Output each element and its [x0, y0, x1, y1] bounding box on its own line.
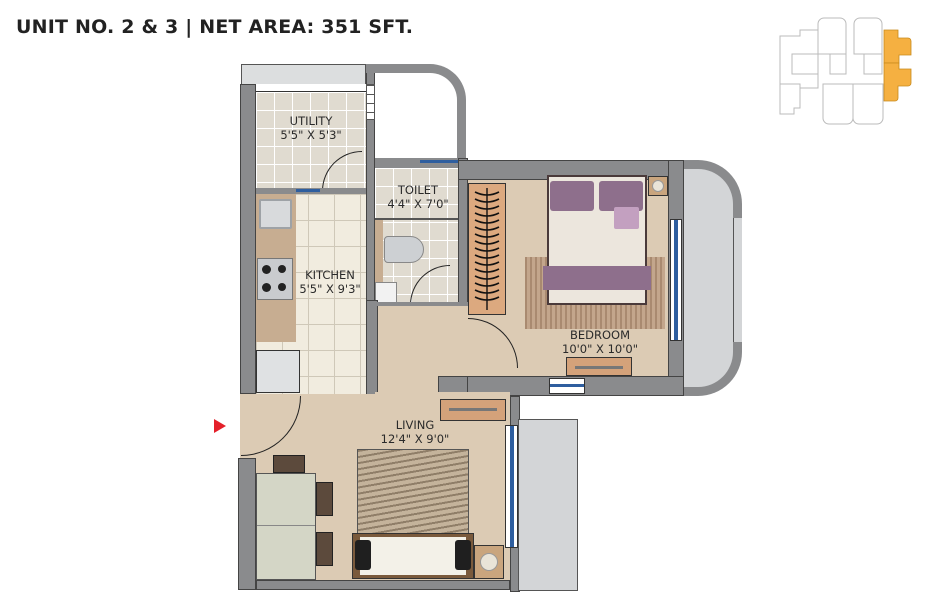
side-table-lamp	[474, 545, 504, 579]
toilet-name: TOILET	[397, 183, 439, 197]
dining-chair-right-1	[316, 482, 333, 516]
passage-top-wall	[375, 302, 468, 306]
living-rug	[357, 449, 469, 534]
living-left-wall	[238, 458, 256, 590]
bedroom-window	[670, 219, 682, 341]
utility-window	[296, 189, 320, 192]
sink-icon	[259, 199, 292, 229]
utility-label: UTILITY 5'5" X 5'3"	[256, 114, 366, 142]
open-shaft	[366, 64, 466, 168]
toilet-top-wall	[375, 158, 460, 168]
kitchen-size: 5'5" X 9'3"	[299, 282, 361, 296]
living-balcony	[518, 419, 578, 591]
toilet-window	[420, 160, 458, 163]
toilet-size: 4'4" X 7'0"	[387, 197, 449, 211]
balcony-opening	[733, 218, 742, 342]
bedroom-balcony	[684, 160, 742, 396]
left-wall	[240, 84, 256, 394]
entry-arrow-icon	[214, 419, 226, 433]
living-tv-unit	[440, 399, 506, 421]
toilet-label: TOILET 4'4" X 7'0"	[385, 183, 451, 211]
refrigerator-icon	[256, 350, 300, 393]
toilet-divider	[375, 218, 458, 220]
page-title: UNIT NO. 2 & 3 | NET AREA: 351 SFT.	[16, 16, 414, 38]
pillow-right	[599, 181, 643, 211]
wc-icon	[384, 236, 424, 263]
dining-table	[256, 473, 316, 580]
living-window	[505, 425, 518, 548]
kitchen-name: KITCHEN	[305, 268, 355, 282]
cushion	[614, 207, 639, 229]
sofa	[352, 533, 474, 579]
utility-opening	[256, 84, 366, 92]
bedroom-label: BEDROOM 10'0" X 10'0"	[545, 328, 655, 356]
key-plan-highlight-units	[883, 29, 912, 102]
wardrobe	[468, 183, 506, 315]
bedside-table	[648, 176, 668, 196]
bedroom-tv-unit	[566, 357, 632, 376]
utility-size: 5'5" X 5'3"	[280, 128, 342, 142]
passage-left-wall	[366, 300, 378, 400]
bedroom-bottom-window	[549, 378, 585, 394]
bedroom-size: 10'0" X 10'0"	[562, 342, 638, 356]
toilet-ledge	[375, 220, 383, 302]
bedroom-name: BEDROOM	[569, 328, 631, 342]
key-plan-diagram	[779, 17, 912, 125]
living-name: LIVING	[395, 418, 435, 432]
kitchen-label: KITCHEN 5'5" X 9'3"	[290, 268, 370, 296]
living-size: 12'4" X 9'0"	[380, 432, 450, 446]
dining-chair-right-2	[316, 532, 333, 566]
stove-icon	[257, 258, 293, 300]
utility-name: UTILITY	[289, 114, 333, 128]
bed-blanket	[543, 266, 651, 290]
living-bottom-wall	[256, 580, 510, 590]
toilet-bedroom-wall	[458, 158, 468, 308]
living-label: LIVING 12'4" X 9'0"	[370, 418, 460, 446]
living-top-extension	[375, 392, 510, 402]
pillow-left	[550, 181, 594, 211]
wash-basin-icon	[375, 282, 397, 304]
utility-duct	[241, 64, 366, 85]
dining-chair-top	[273, 455, 305, 473]
